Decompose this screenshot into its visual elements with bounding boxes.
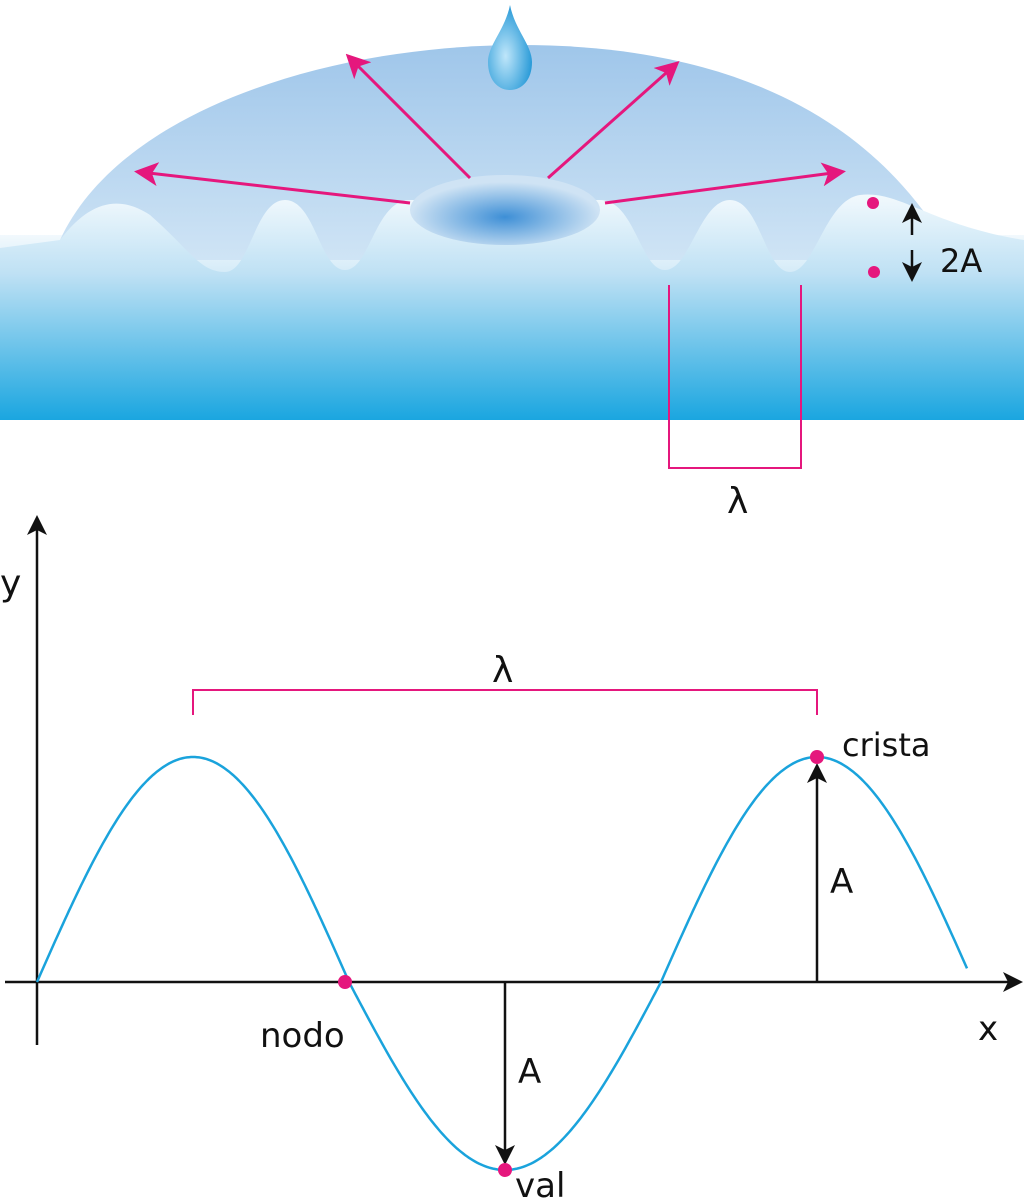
water-crests xyxy=(0,194,1024,420)
crest-amplitude-label: A xyxy=(830,862,853,902)
x-axis-label: x xyxy=(978,1009,998,1049)
node-point xyxy=(338,975,352,989)
crest-label: crista xyxy=(842,726,930,764)
trough-dot xyxy=(868,266,880,278)
y-axis-label: y xyxy=(0,563,21,604)
trough-label: val xyxy=(515,1166,565,1199)
sine-graph: y x λ crista A nodo A val xyxy=(0,515,1023,1199)
sine-wave xyxy=(35,755,969,1172)
water-illustration: 2A λ xyxy=(0,5,1024,522)
top-amplitude-label: 2A xyxy=(940,242,982,280)
arrow-up-left xyxy=(345,53,472,180)
drop-impact-crater xyxy=(410,175,600,245)
water-drop-icon xyxy=(488,5,532,90)
arrow-right xyxy=(604,162,846,205)
node-label: nodo xyxy=(260,1016,345,1056)
trough-amplitude-label: A xyxy=(518,1052,541,1092)
top-wavelength-bracket xyxy=(668,285,802,469)
propagation-arrows xyxy=(134,53,846,205)
trough-point xyxy=(498,1163,512,1177)
arrow-up-right xyxy=(547,61,680,180)
wavelength-bracket xyxy=(192,689,818,715)
arrow-left xyxy=(134,162,411,205)
crest-point xyxy=(810,750,824,764)
wavelength-label: λ xyxy=(492,650,513,691)
top-wavelength-label: λ xyxy=(727,481,748,522)
crest-dot xyxy=(867,197,879,209)
